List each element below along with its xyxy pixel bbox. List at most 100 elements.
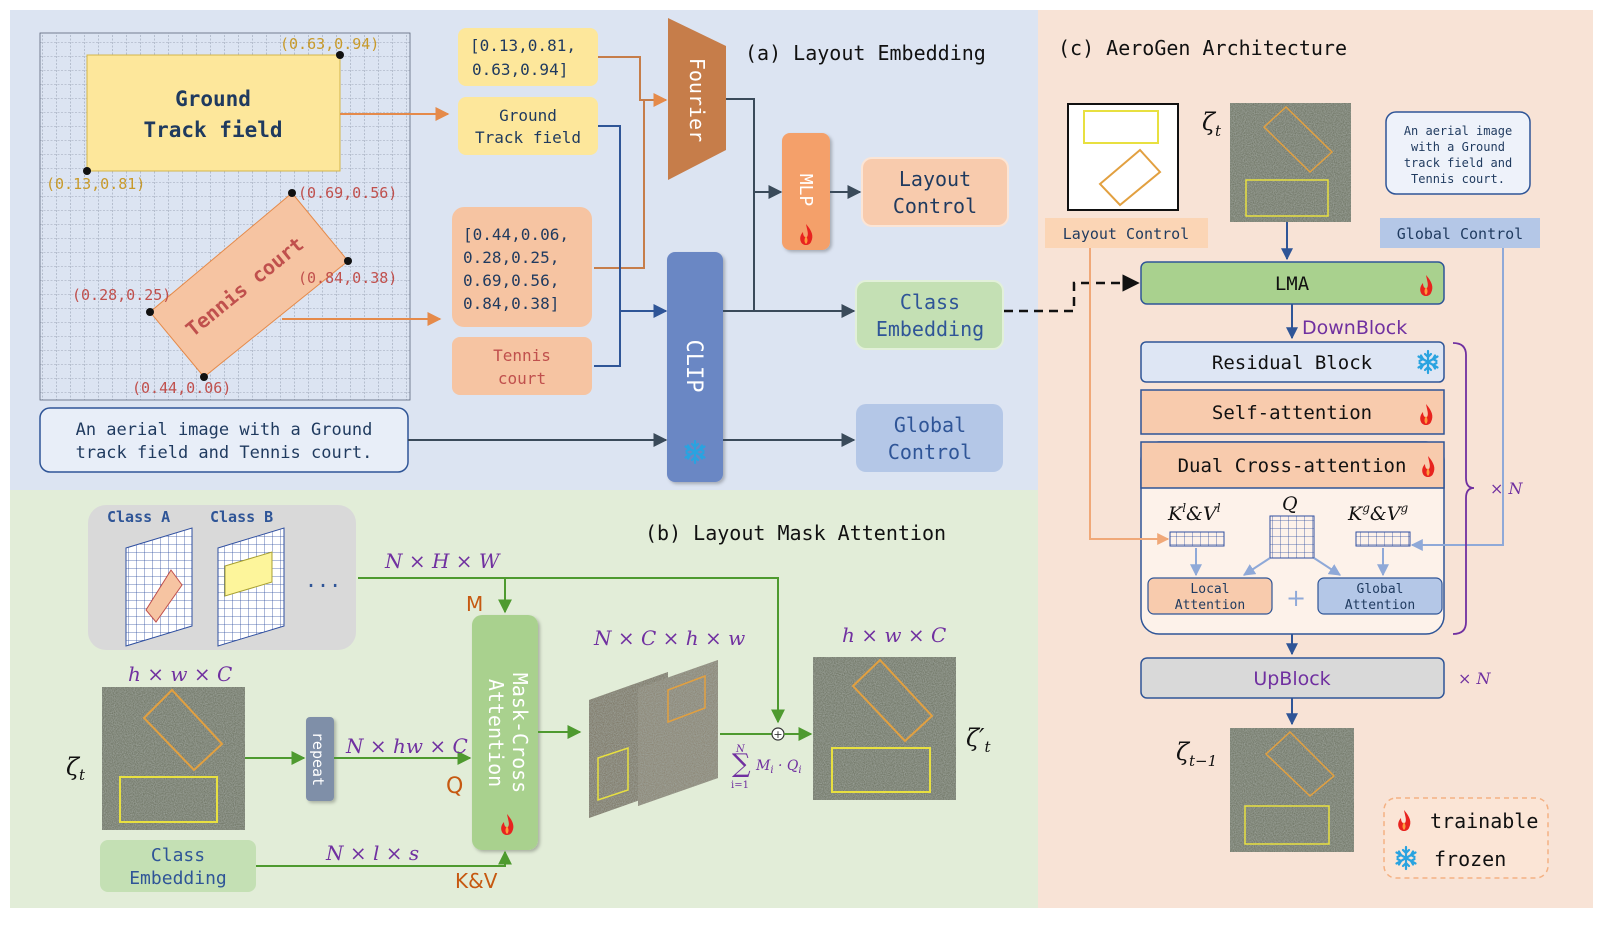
output-tc-box	[851, 658, 934, 743]
q-tokens	[1269, 515, 1315, 559]
panel-b-title: (b) Layout Mask Attention	[645, 521, 946, 545]
q-label-c: Q	[1282, 493, 1298, 515]
class-b-label: Class B	[210, 508, 273, 526]
kv-label: K&V	[455, 869, 498, 893]
layout-thumb-tc	[1098, 148, 1162, 207]
mca-label-2: Attention	[484, 679, 508, 787]
panel-c-title: (c) AeroGen Architecture	[1058, 36, 1347, 60]
mca-label-1: Mask-Cross	[508, 673, 532, 793]
fourier-block	[668, 18, 726, 180]
caption-box-c	[1385, 111, 1531, 195]
dual-cross-attention-block	[1140, 441, 1445, 489]
global-attention-block	[1317, 577, 1443, 615]
global-control-2: Control	[888, 440, 972, 464]
upblock-label: UpBlock	[1253, 668, 1330, 690]
ellipsis: ...	[305, 568, 341, 592]
class-a-label: Class A	[107, 508, 170, 526]
latent-gtf-box	[119, 776, 218, 823]
panel-c: (c) AeroGen Architecture ζt An aerial im…	[1004, 36, 1549, 879]
local-attention-block	[1147, 577, 1273, 615]
sum-node-plus: +	[773, 728, 782, 741]
global-2: Attention	[1345, 598, 1415, 613]
repeat-brace	[1452, 342, 1475, 635]
clip-label: CLIP	[681, 340, 706, 393]
hwc-label: h × w × C	[128, 662, 232, 686]
tc-box-2: court	[498, 369, 546, 388]
hwc-out-label: h × w × C	[842, 623, 946, 647]
tc-box-1: Tennis	[493, 346, 551, 365]
nchw-label: N × C × h × w	[593, 626, 745, 650]
tc-corner-dot	[146, 308, 154, 316]
stack-box-back	[597, 746, 629, 802]
zeta-t-minus-1: ζt−1	[1176, 738, 1217, 770]
tc-text-box	[452, 337, 592, 395]
gtf-label-1: Ground	[175, 87, 251, 111]
mask-cross-attention-block	[472, 615, 538, 850]
class-embedding-box-b	[100, 840, 256, 892]
panel-a-title: (a) Layout Embedding	[745, 41, 986, 65]
arrow-q-global	[1313, 557, 1342, 576]
kl-vl-label: Kl&Vl	[1167, 501, 1221, 525]
residual-label: Residual Block	[1212, 352, 1373, 374]
m-label: M	[466, 592, 483, 616]
tc-corner-dot	[288, 189, 296, 197]
arrow-tc-clip	[594, 311, 621, 367]
ground-track-field-box	[86, 54, 341, 172]
sum-lower: i=1	[731, 780, 749, 791]
output-latent-texture	[813, 657, 956, 800]
zt-gtf-box	[1245, 179, 1329, 217]
noisy-latent-texture	[102, 687, 245, 830]
box2-line3: 0.69,0.56,	[463, 271, 559, 290]
box1-line1: [0.13,0.81,	[470, 36, 576, 55]
legend-box	[1383, 797, 1549, 879]
clip-block	[667, 252, 723, 482]
xn-label-1: × N	[1490, 479, 1523, 498]
kg-vg-label: Kg&Vg	[1347, 501, 1409, 525]
zeta-prime-label: ζ′t	[966, 724, 991, 756]
mask-a-region	[145, 569, 183, 623]
kl-tokens	[1169, 531, 1225, 547]
gtf-corner-dot	[83, 167, 91, 175]
arrow-box1-fourier	[598, 56, 668, 107]
dual-cross-label: Dual Cross-attention	[1178, 455, 1407, 477]
tc-corner-dot	[344, 257, 352, 265]
layout-control-2: Control	[893, 194, 977, 218]
global-1: Global	[1357, 582, 1404, 597]
mask-b-region	[224, 551, 273, 597]
layout-thumb-gtf	[1083, 110, 1159, 144]
global-control-tag	[1380, 218, 1540, 248]
self-attention-block	[1140, 389, 1445, 435]
global-control-c: Global Control	[1397, 225, 1523, 243]
arrow-q-local	[1242, 557, 1271, 576]
coords-box-1	[458, 28, 598, 86]
mlp-label: MLP	[795, 174, 816, 207]
gtf-corner-dot	[336, 51, 344, 59]
zt-tc-box	[1262, 105, 1334, 174]
coord-top-right: (0.63,0.94)	[280, 35, 379, 53]
arrow-gtf-clip	[598, 125, 668, 318]
zt-latent-texture	[1230, 103, 1351, 222]
class-embedding-1: Class	[900, 290, 960, 314]
caption-2: track field and Tennis court.	[76, 443, 373, 463]
repeat-label: repeat	[309, 732, 327, 786]
output-c-gtf-box	[1244, 805, 1330, 845]
local-1: Local	[1190, 582, 1229, 597]
coord-tc-top: (0.69,0.56)	[298, 184, 397, 202]
box2-line1: [0.44,0.06,	[463, 225, 569, 244]
gtf-box-2: Track field	[475, 128, 581, 147]
box2-line2: 0.28,0.25,	[463, 248, 559, 267]
sum-term: Mi · Qi	[755, 758, 802, 776]
caption-c-3: track field and	[1404, 156, 1512, 170]
caption-c-1: An aerial image	[1404, 124, 1512, 138]
plus-sign: +	[1286, 584, 1306, 612]
latent-tc-box	[142, 688, 224, 772]
coord-bottom-left: (0.13,0.81)	[46, 175, 145, 193]
coord-tc-bottom: (0.44,0.06)	[132, 379, 231, 397]
coord-tc-left: (0.28,0.25)	[72, 286, 171, 304]
legend-trainable: trainable	[1430, 809, 1538, 833]
layout-thumbnail	[1067, 103, 1179, 211]
arrow-box2-fourier	[594, 100, 645, 269]
dim-nhw: N × H × W	[384, 549, 501, 573]
zeta-t-c: ζt	[1202, 108, 1222, 140]
arrow-fourier-mlp	[726, 98, 783, 199]
